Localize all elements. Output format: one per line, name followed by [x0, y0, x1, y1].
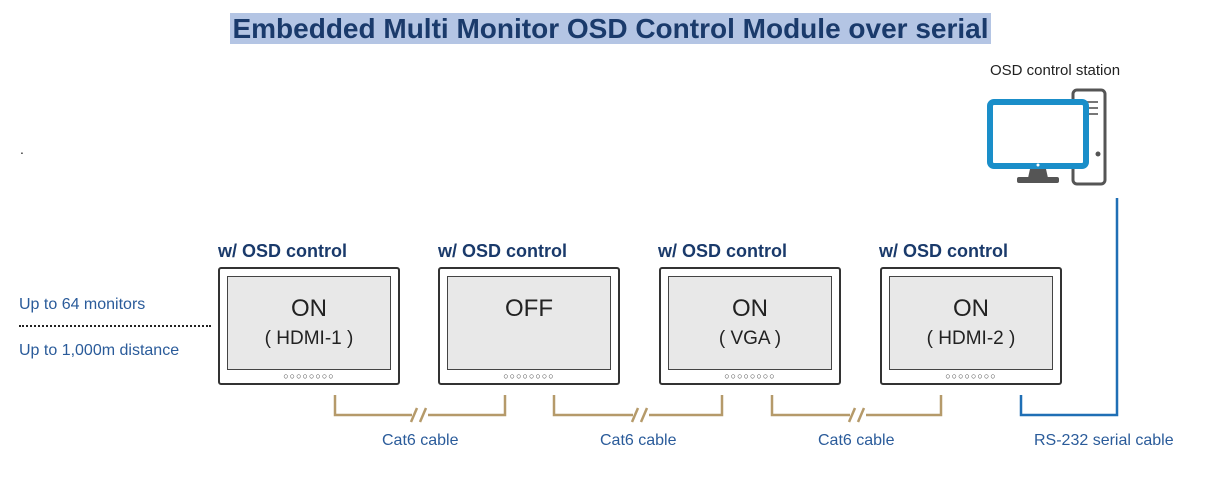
cat6-cable-1	[333, 395, 507, 423]
monitor-2-screen: OFF	[447, 276, 611, 370]
diagram-title: Embedded Multi Monitor OSD Control Modul…	[0, 12, 1221, 46]
stray-dot: .	[20, 141, 24, 157]
monitor-4-source: ( HDMI-2 )	[926, 328, 1016, 349]
monitor-1: ON ( HDMI-1 ) ○○○○○○○○	[218, 267, 400, 385]
max-monitors-note: Up to 64 monitors	[19, 296, 146, 313]
monitor-4-buttons: ○○○○○○○○	[945, 371, 997, 381]
monitor-4: ON ( HDMI-2 ) ○○○○○○○○	[880, 267, 1062, 385]
monitor-1-screen: ON ( HDMI-1 )	[227, 276, 391, 370]
rs232-cable-label: RS-232 serial cable	[1034, 432, 1174, 449]
cat6-cable-3	[770, 395, 943, 423]
diagram-title-text: Embedded Multi Monitor OSD Control Modul…	[230, 13, 991, 44]
cat6-cable-1-label: Cat6 cable	[382, 432, 459, 449]
monitor-4-state: ON	[953, 295, 989, 322]
monitor-3-buttons: ○○○○○○○○	[724, 371, 776, 381]
monitor-3-state: ON	[732, 295, 768, 322]
station-label: OSD control station	[990, 62, 1121, 79]
cat6-cable-2-label: Cat6 cable	[600, 432, 677, 449]
monitor-1-buttons: ○○○○○○○○	[283, 371, 335, 381]
monitor-1-state: ON	[291, 295, 327, 322]
monitor-1-source: ( HDMI-1 )	[264, 328, 354, 349]
monitor-3-osd-label: w/ OSD control	[658, 241, 788, 261]
monitor-3-screen: ON ( VGA )	[668, 276, 832, 370]
monitor-3: ON ( VGA ) ○○○○○○○○	[659, 267, 841, 385]
monitor-4-osd-label: w/ OSD control	[879, 241, 1009, 261]
monitor-2-state: OFF	[505, 295, 553, 322]
max-distance-note: Up to 1,000m distance	[19, 342, 180, 359]
rs232-serial-line	[1019, 198, 1119, 417]
cat6-cable-3-label: Cat6 cable	[818, 432, 895, 449]
cat6-cable-2	[552, 395, 724, 423]
monitor-3-source: ( VGA )	[718, 328, 782, 349]
monitor-2: OFF ○○○○○○○○	[438, 267, 620, 385]
monitor-2-osd-label: w/ OSD control	[438, 241, 568, 261]
monitor-1-osd-label: w/ OSD control	[218, 241, 348, 261]
side-note-divider	[19, 325, 211, 327]
computer-workstation-icon	[987, 88, 1107, 186]
monitor-2-buttons: ○○○○○○○○	[503, 371, 555, 381]
monitor-4-screen: ON ( HDMI-2 )	[889, 276, 1053, 370]
